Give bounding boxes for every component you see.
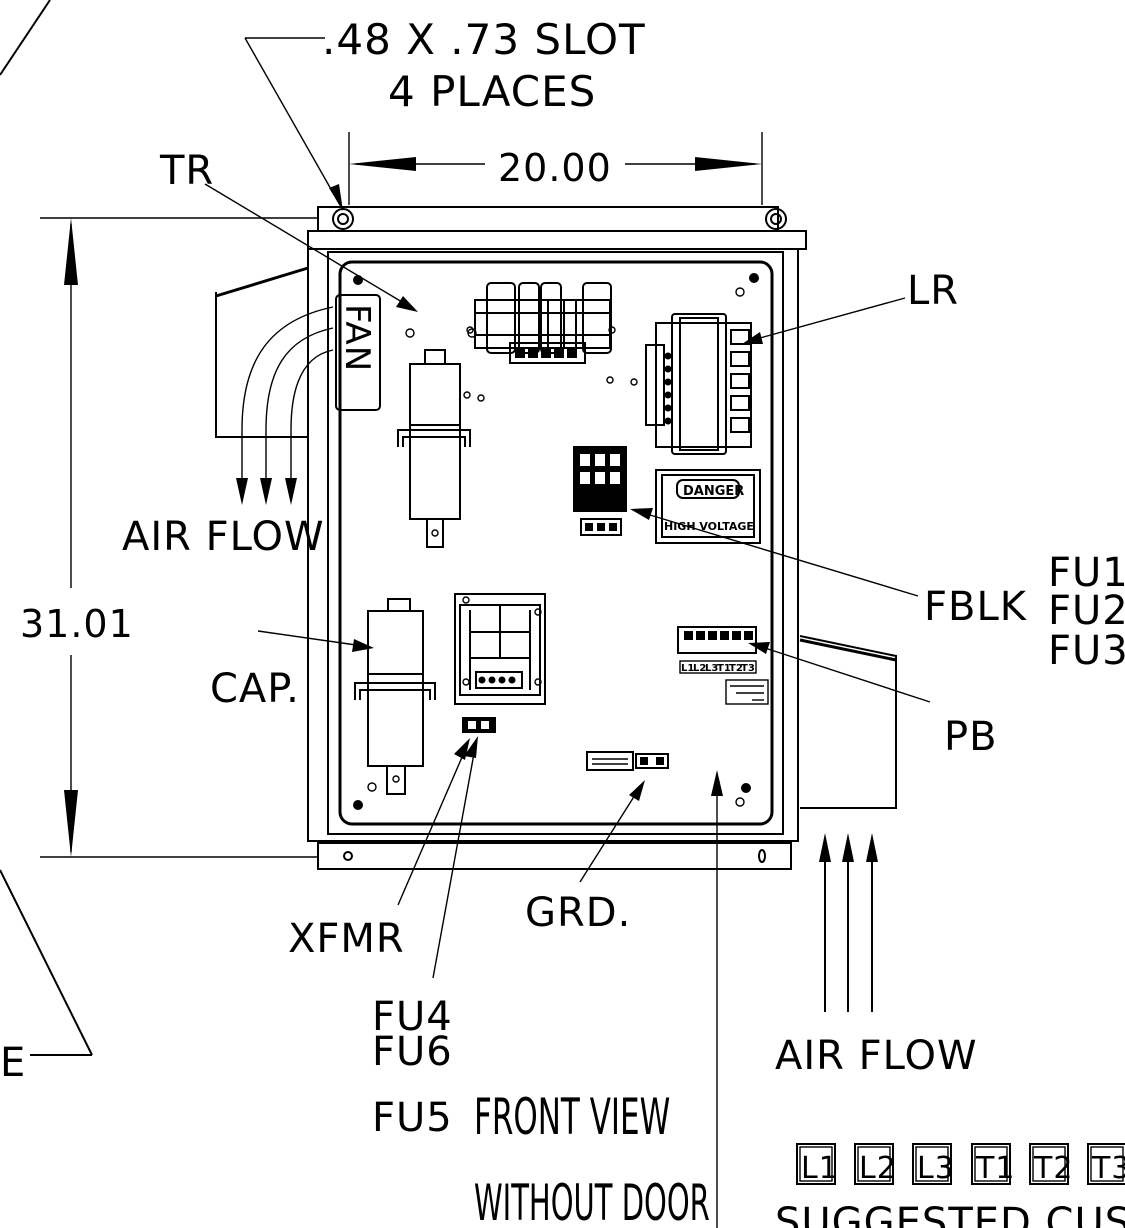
fu5-label: FU5	[372, 1095, 453, 1141]
fuse-block	[573, 446, 627, 536]
pb-terminal-t1: T1	[717, 663, 731, 674]
fu-leader	[432, 736, 478, 979]
terminal-t2: T2	[1033, 1151, 1073, 1186]
right-fan-hood	[799, 635, 897, 1012]
width-dimension-label: 20.00	[498, 146, 612, 190]
height-dimension-label: 31.01	[20, 602, 134, 646]
cap-label: CAP.	[210, 666, 300, 712]
lr-reactor	[645, 313, 752, 455]
terminal-label-strip: L1 L2 L3 T1 T2 T3	[796, 1143, 1125, 1186]
mounting-slot-bottom-right	[758, 849, 766, 863]
air-flow-right-label: AIR FLOW	[775, 1033, 978, 1079]
width-dimension	[348, 132, 763, 205]
contactor-top	[466, 282, 638, 386]
xfmr-label: XFMR	[288, 916, 405, 962]
pb-leader	[748, 642, 931, 703]
terminal-t1: T1	[975, 1151, 1015, 1186]
slot-callout-line1: .48 X .73 SLOT	[322, 15, 646, 64]
transformer	[454, 593, 546, 705]
capacitor	[354, 598, 436, 795]
left-fan-hood	[215, 266, 334, 505]
grd-leader	[579, 780, 645, 883]
slot-callout-line2: 4 PLACES	[388, 67, 596, 116]
fblk-leader	[630, 508, 919, 597]
fu4-label: FU4	[372, 994, 453, 1040]
fblk-label: FBLK	[924, 584, 1028, 630]
pb-terminal-t3: T3	[741, 663, 755, 674]
terminal-l3: L3	[917, 1151, 955, 1186]
cap-leader	[257, 630, 374, 652]
high-voltage-text: HIGH VOLTAGE	[664, 520, 754, 533]
grd-label: GRD.	[525, 890, 631, 936]
without-door-title: WITHOUT DOOR	[474, 1174, 710, 1228]
tr-capacitor	[397, 328, 485, 548]
fu4-fuse-holder	[462, 717, 496, 733]
xfmr-leader	[397, 738, 470, 906]
fu3-label: FU3	[1048, 628, 1125, 674]
enclosure	[307, 206, 807, 870]
danger-text: DANGER	[683, 484, 744, 499]
pb-terminal-l1: L1	[681, 663, 694, 674]
slot-callout-leader	[244, 37, 343, 211]
terminal-leader	[711, 770, 723, 1228]
mounting-slot-top-left	[332, 208, 354, 230]
height-dimension	[40, 217, 318, 858]
mounting-slot-bottom-left	[343, 851, 353, 861]
pb-terminal-t2: T2	[729, 663, 743, 674]
terminal-l1: L1	[801, 1151, 839, 1186]
mounting-slot-top-right	[765, 208, 787, 230]
ground-bar	[586, 751, 669, 771]
lr-leader	[742, 297, 906, 344]
pb-label: PB	[944, 714, 998, 760]
air-flow-left-label: AIR FLOW	[122, 514, 325, 560]
terminal-l2: L2	[859, 1151, 897, 1186]
left-edge-lines	[0, 0, 93, 1056]
fu6-label: FU6	[372, 1029, 453, 1075]
fan-unit: FAN	[335, 294, 381, 411]
front-view-title: FRONT VIEW	[474, 1087, 670, 1146]
partial-left-label: E	[0, 1040, 26, 1086]
danger-label-plate	[655, 469, 761, 544]
pb-terminal-l2: L2	[693, 663, 706, 674]
terminal-t3: T3	[1091, 1151, 1125, 1186]
pb-terminal-markers: L1 L2 L3 T1 T2 T3	[681, 663, 755, 674]
pb-terminal-l3: L3	[705, 663, 718, 674]
lr-label: LR	[907, 268, 959, 314]
power-block	[677, 626, 769, 705]
suggested-custom-label: SUGGESTED CUSTOM	[775, 1200, 1125, 1228]
fan-label: FAN	[337, 304, 377, 372]
tr-label: TR	[159, 148, 214, 194]
fu1-label: FU1	[1048, 550, 1125, 596]
tr-leader	[204, 183, 418, 312]
fu2-label: FU2	[1048, 588, 1125, 634]
